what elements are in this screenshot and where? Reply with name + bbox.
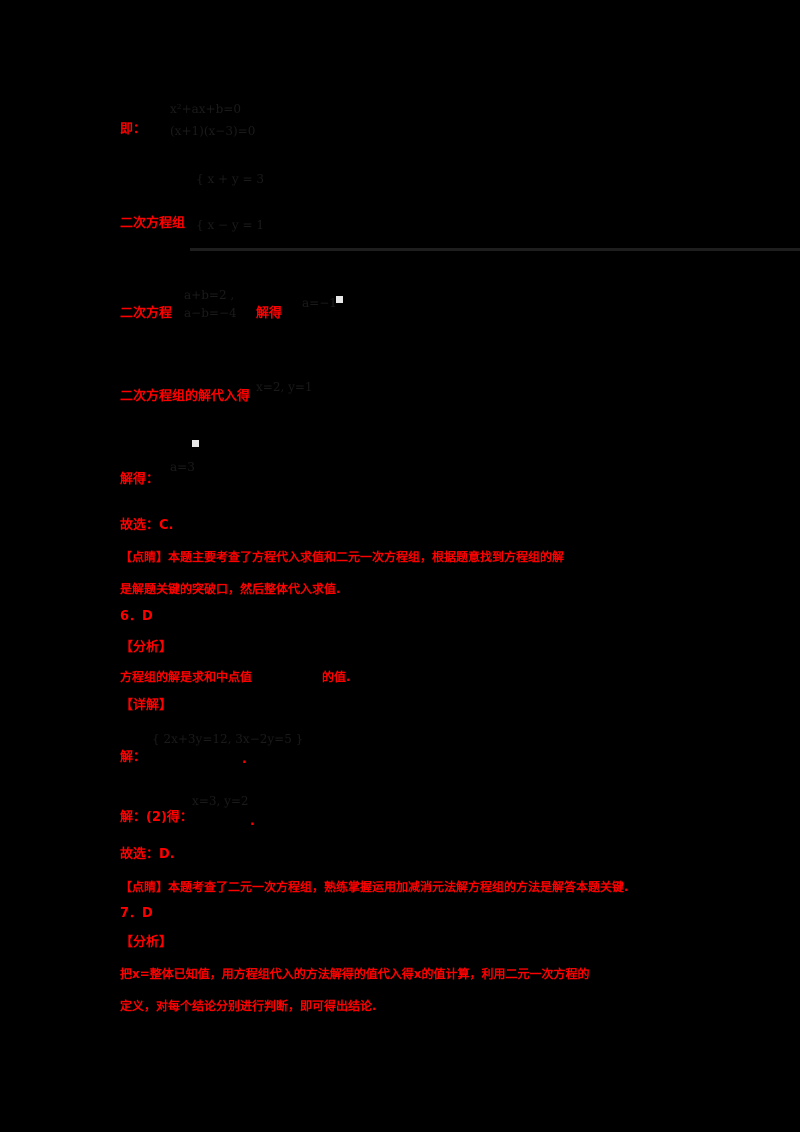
punctuation: . [250, 814, 255, 829]
label-text: 解得： [120, 472, 160, 487]
math-expression: (x+1)(x−3)=0 [170, 124, 256, 138]
label-text: 二次方程组 [120, 216, 186, 231]
label-text: 二次方程 [120, 306, 173, 321]
note-text: 是解题关键的突破口，然后整体代入求值. [120, 582, 341, 596]
artifact [192, 440, 199, 447]
divider [190, 248, 800, 251]
section-heading: 【分析】 [120, 935, 173, 950]
question-number: 7．D [120, 906, 153, 921]
math-expression: a=−1 [302, 296, 337, 310]
math-expression: x=3, y=2 [192, 794, 249, 808]
punctuation: . [242, 752, 247, 767]
analysis-text: 方程组的解是求和中点值 [120, 670, 253, 684]
math-expression: a=3 [170, 460, 195, 474]
label-text: 二次方程组的解代入得 [120, 389, 251, 404]
label-text: 解： [120, 750, 147, 765]
math-expression: a−b=−4 [184, 306, 237, 320]
math-expression: { x + y = 3 [196, 172, 264, 186]
question-number: 6．D [120, 609, 153, 624]
analysis-text: 的值. [322, 670, 351, 684]
math-expression: x²+ax+b=0 [170, 102, 241, 116]
math-expression: { 2x+3y=12, 3x−2y=5 } [152, 732, 304, 746]
analysis-text: 定义，对每个结论分别进行判断，即可得出结论. [120, 999, 377, 1013]
label-text: 即： [120, 122, 147, 137]
artifact [336, 296, 343, 303]
label-text: 解得 [256, 306, 283, 321]
analysis-text: 把x=整体已知值，用方程组代入的方法解得的值代入得x的值计算，利用二元一次方程的 [120, 967, 590, 981]
section-heading: 【详解】 [120, 698, 173, 713]
math-expression: { x − y = 1 [196, 218, 264, 232]
math-expression: x=2, y=1 [256, 380, 313, 394]
answer-text: 故选：C. [120, 518, 174, 533]
note-text: 【点睛】本题主要考查了方程代入求值和二元一次方程组，根据题意找到方程组的解 [120, 550, 565, 564]
math-expression: a+b=2 , [184, 288, 235, 302]
label-text: 解：(2)得： [120, 810, 193, 825]
section-heading: 【分析】 [120, 640, 173, 655]
answer-text: 故选：D. [120, 847, 175, 862]
note-text: 【点睛】本题考查了二元一次方程组，熟练掌握运用加减消元法解方程组的方法是解答本题… [120, 880, 629, 894]
